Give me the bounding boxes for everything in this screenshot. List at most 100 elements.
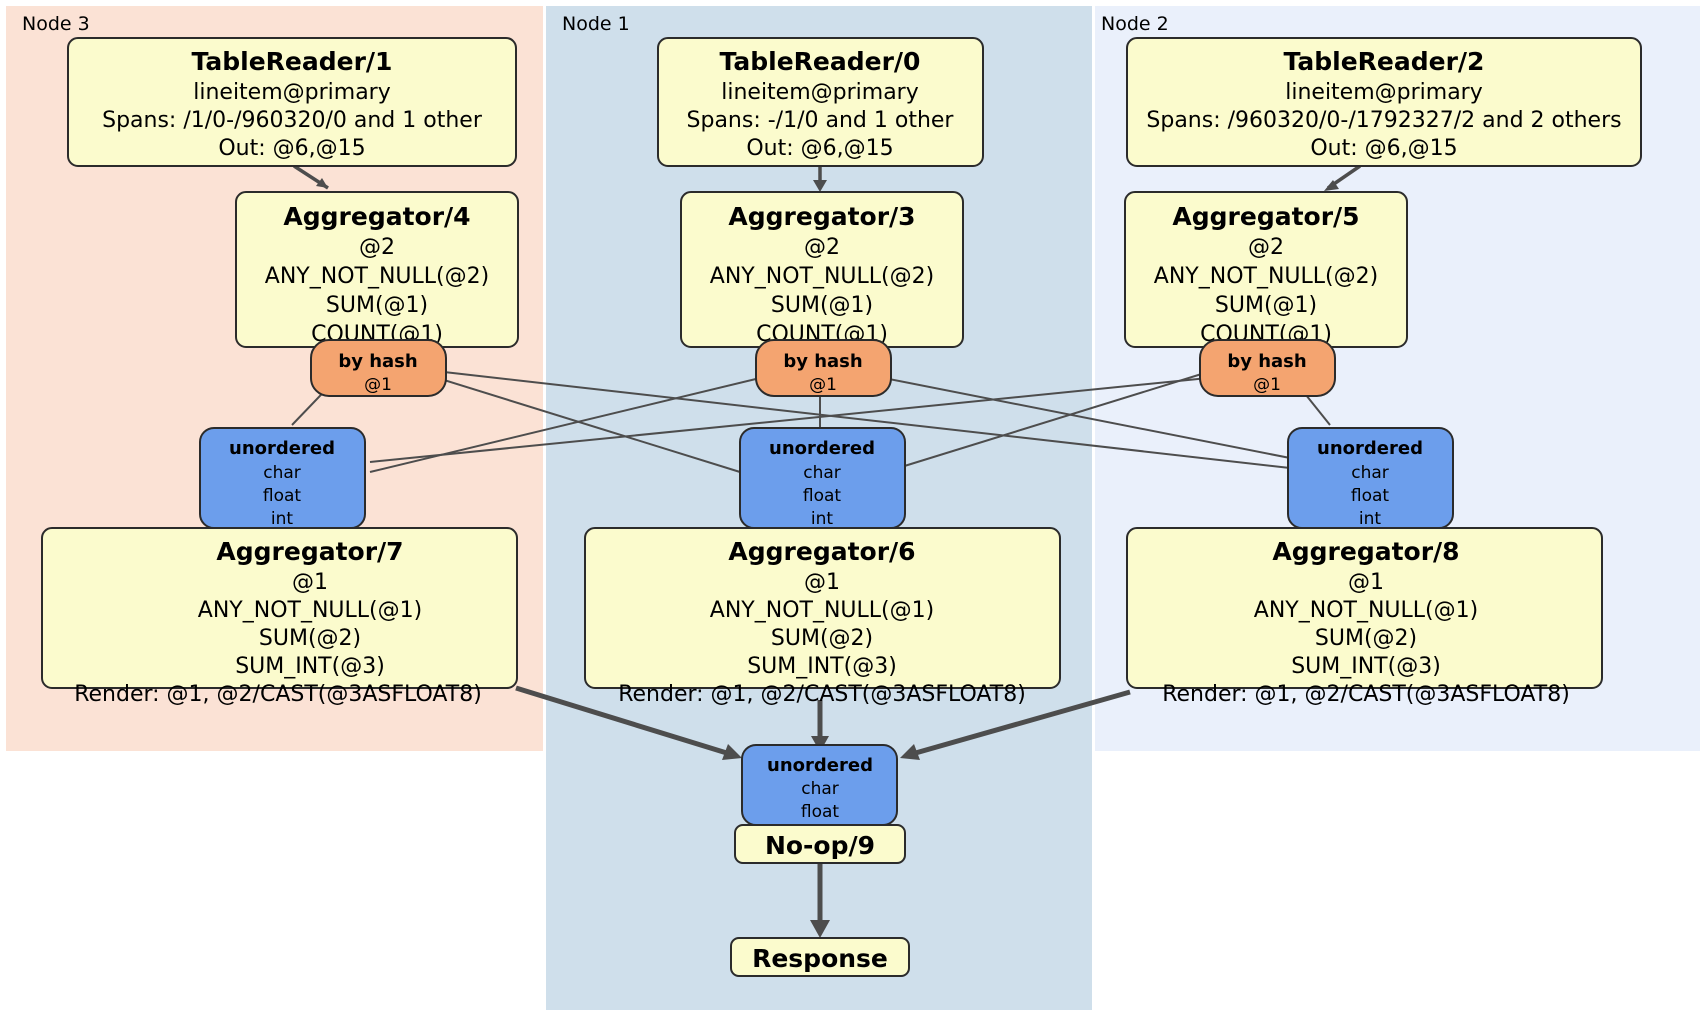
tablereader1-line-0: lineitem@primary <box>193 80 391 105</box>
aggregator8-line-3: SUM_INT(@3) <box>1291 654 1441 679</box>
router4-box[interactable] <box>310 339 447 397</box>
aggregator3-line-0: @2 <box>804 235 840 260</box>
sync6-line-0: char <box>803 463 841 483</box>
router3-box[interactable] <box>755 339 892 397</box>
aggregator6-line-1: ANY_NOT_NULL(@1) <box>710 598 934 623</box>
node-final-sync[interactable]: unordered char float <box>741 744 898 826</box>
sync8-title: unordered <box>1317 438 1423 459</box>
router5-box[interactable] <box>1199 339 1336 397</box>
aggregator6-box[interactable] <box>584 527 1061 689</box>
tablereader0-line-0: lineitem@primary <box>721 80 919 105</box>
tablereader2-line-0: lineitem@primary <box>1285 80 1483 105</box>
aggregator5-line-0: @2 <box>1248 235 1284 260</box>
node-aggregator3[interactable]: Aggregator/3 @2 ANY_NOT_NULL(@2) SUM(@1)… <box>680 191 964 348</box>
noop9-box[interactable] <box>734 824 906 864</box>
aggregator7-line-3: SUM_INT(@3) <box>235 654 385 679</box>
aggregator8-line-4: Render: @1, @2/CAST(@3ASFLOAT8) <box>1162 682 1570 707</box>
response-title: Response <box>752 944 888 973</box>
node-router3[interactable]: by hash @1 <box>755 339 892 397</box>
edge-aggregator-to-final-sync-group <box>515 685 1131 760</box>
node-noop9[interactable]: No-op/9 <box>734 824 906 864</box>
aggregator7-line-1: ANY_NOT_NULL(@1) <box>198 598 422 623</box>
tablereader0-box[interactable] <box>657 37 984 167</box>
sync7-title: unordered <box>229 438 335 459</box>
tablereader1-title: TableReader/1 <box>192 47 393 76</box>
aggregator7-line-4: Render: @1, @2/CAST(@3ASFLOAT8) <box>74 682 482 707</box>
node-aggregator4[interactable]: Aggregator/4 @2 ANY_NOT_NULL(@2) SUM(@1)… <box>235 191 519 348</box>
node-router4[interactable]: by hash @1 <box>310 339 447 397</box>
aggregator6-title: Aggregator/6 <box>728 537 915 566</box>
sync8-line-1: float <box>1351 486 1390 506</box>
aggregator7-title: Aggregator/7 <box>216 537 403 566</box>
edge-reader-to-aggregator-group <box>293 164 1361 192</box>
sync6-title: unordered <box>769 438 875 459</box>
cluster-label-node2: Node 2 <box>1101 13 1169 35</box>
sync7-line-0: char <box>263 463 301 483</box>
aggregator7-line-0: @1 <box>292 570 328 595</box>
aggregator8-line-1: ANY_NOT_NULL(@1) <box>1254 598 1478 623</box>
aggregator6-line-4: Render: @1, @2/CAST(@3ASFLOAT8) <box>618 682 1026 707</box>
edge-router5-sync7 <box>369 377 1209 463</box>
node-router5[interactable]: by hash @1 <box>1199 339 1336 397</box>
edge-router3-sync8 <box>883 377 1291 459</box>
aggregator4-line-2: SUM(@1) <box>326 293 428 318</box>
tablereader2-line-1: Spans: /960320/0-/1792327/2 and 2 others <box>1146 108 1621 133</box>
cluster-label-node3: Node 3 <box>22 13 90 35</box>
aggregator4-line-1: ANY_NOT_NULL(@2) <box>265 264 489 289</box>
router5-title: by hash <box>1227 351 1306 372</box>
tablereader0-line-1: Spans: -/1/0 and 1 other <box>687 108 955 133</box>
node-aggregator5[interactable]: Aggregator/5 @2 ANY_NOT_NULL(@2) SUM(@1)… <box>1124 191 1408 348</box>
router4-title: by hash <box>338 351 417 372</box>
aggregator8-line-2: SUM(@2) <box>1315 626 1417 651</box>
tablereader1-box[interactable] <box>67 37 517 167</box>
node-sync8[interactable]: unordered char float int <box>1287 427 1454 529</box>
aggregator4-line-0: @2 <box>359 235 395 260</box>
edge-agg8-sync9 <box>911 689 1131 757</box>
node-tablereader2[interactable]: TableReader/2 lineitem@primary Spans: /9… <box>1126 37 1642 167</box>
edge-router4-sync6 <box>443 379 741 473</box>
tablereader1-line-2: Out: @6,@15 <box>218 136 365 161</box>
aggregator6-line-2: SUM(@2) <box>771 626 873 651</box>
aggregator7-box[interactable] <box>41 527 518 689</box>
sync8-line-0: char <box>1351 463 1389 483</box>
router4-sub: @1 <box>364 375 392 395</box>
aggregator4-title: Aggregator/4 <box>283 202 470 231</box>
aggregator8-box[interactable] <box>1126 527 1603 689</box>
router3-title: by hash <box>783 351 862 372</box>
tablereader2-box[interactable] <box>1126 37 1642 167</box>
node-aggregator8[interactable]: Aggregator/8 @1 ANY_NOT_NULL(@1) SUM(@2)… <box>1126 527 1603 707</box>
node-tablereader1[interactable]: TableReader/1 lineitem@primary Spans: /1… <box>67 37 517 167</box>
aggregator3-title: Aggregator/3 <box>728 202 915 231</box>
tablereader1-line-1: Spans: /1/0-/960320/0 and 1 other <box>102 108 483 133</box>
sync6-line-2: int <box>811 509 833 529</box>
edge-router4-sync8 <box>443 371 1291 469</box>
node-tablereader0[interactable]: TableReader/0 lineitem@primary Spans: -/… <box>657 37 984 167</box>
aggregator7-line-2: SUM(@2) <box>259 626 361 651</box>
response-box[interactable] <box>730 937 910 977</box>
node-sync7[interactable]: unordered char float int <box>199 427 366 529</box>
final-sync-line-1: float <box>801 802 840 822</box>
router5-sub: @1 <box>1253 375 1281 395</box>
aggregator6-line-0: @1 <box>804 570 840 595</box>
aggregator8-line-0: @1 <box>1348 570 1384 595</box>
tablereader0-title: TableReader/0 <box>720 47 921 76</box>
tablereader0-line-2: Out: @6,@15 <box>746 136 893 161</box>
node-aggregator6[interactable]: Aggregator/6 @1 ANY_NOT_NULL(@1) SUM(@2)… <box>584 527 1061 707</box>
sync7-line-1: float <box>263 486 302 506</box>
sync6-line-1: float <box>803 486 842 506</box>
node-aggregator7[interactable]: Aggregator/7 @1 ANY_NOT_NULL(@1) SUM(@2)… <box>41 527 518 707</box>
tablereader2-title: TableReader/2 <box>1284 47 1485 76</box>
node-response[interactable]: Response <box>730 937 910 977</box>
sync7-line-2: int <box>271 509 293 529</box>
aggregator3-line-1: ANY_NOT_NULL(@2) <box>710 264 934 289</box>
aggregator5-line-2: SUM(@1) <box>1215 293 1317 318</box>
aggregator3-line-2: SUM(@1) <box>771 293 873 318</box>
node-sync6[interactable]: unordered char float int <box>739 427 906 529</box>
router3-sub: @1 <box>809 375 837 395</box>
aggregator5-line-1: ANY_NOT_NULL(@2) <box>1154 264 1378 289</box>
edge-agg7-sync9 <box>515 685 731 757</box>
aggregator8-title: Aggregator/8 <box>1272 537 1459 566</box>
sync8-line-2: int <box>1359 509 1381 529</box>
